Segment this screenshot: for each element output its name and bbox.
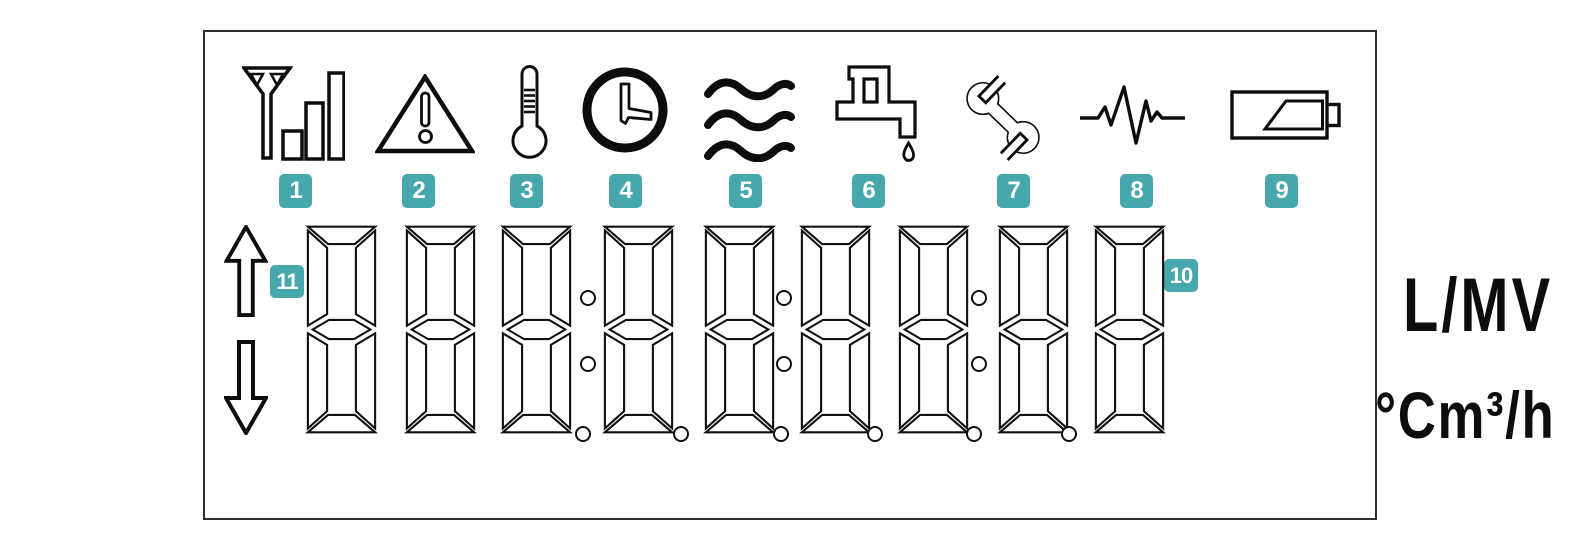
water-flow-icon	[704, 78, 795, 162]
segment-digit-9	[1094, 225, 1165, 434]
display-panel: 1 2 3 4 5 6 7 8 9 11 10	[203, 30, 1554, 520]
arrow-up-icon	[224, 225, 268, 317]
unit-label-bottom: °Cm³/h	[1375, 378, 1556, 452]
time-icon	[582, 67, 668, 153]
callout-badge-7: 7	[997, 174, 1030, 208]
colon-dot	[580, 290, 596, 306]
colon-dot	[580, 356, 596, 372]
callout-badge-5: 5	[729, 174, 762, 208]
service-wrench-icon	[966, 75, 1040, 161]
callout-badge-10: 10	[1164, 259, 1198, 292]
segment-digit-8	[998, 225, 1069, 434]
temperature-icon	[511, 65, 548, 159]
segment-digit-4	[603, 225, 674, 434]
segment-digit-1	[306, 225, 377, 434]
segment-digit-5	[704, 225, 775, 434]
segment-digit-3	[501, 225, 572, 434]
colon-dot	[971, 290, 987, 306]
callout-badge-6: 6	[852, 174, 885, 208]
callout-badge-2: 2	[402, 174, 435, 208]
battery-icon	[1230, 90, 1341, 140]
callout-badge-3: 3	[510, 174, 543, 208]
colon-dot	[776, 356, 792, 372]
segment-digit-6	[800, 225, 871, 434]
colon-dot	[776, 290, 792, 306]
unit-label-top: L/MV	[1403, 263, 1554, 348]
decimal-dot	[673, 426, 689, 442]
callout-badge-9: 9	[1265, 174, 1298, 208]
callout-badge-11: 11	[270, 265, 304, 298]
callout-badge-1: 1	[279, 174, 312, 208]
decimal-dot	[867, 426, 883, 442]
decimal-dot	[773, 426, 789, 442]
decimal-dot	[1061, 426, 1077, 442]
decimal-dot	[966, 426, 982, 442]
warning-icon	[375, 74, 475, 154]
leak-faucet-icon	[835, 65, 917, 162]
callout-badge-8: 8	[1120, 174, 1153, 208]
segment-digit-2	[405, 225, 476, 434]
segment-digit-7	[898, 225, 969, 434]
colon-dot	[971, 356, 987, 372]
arrow-down-icon	[224, 340, 268, 435]
signal-strength-icon	[242, 66, 345, 161]
decimal-dot	[575, 426, 591, 442]
pulse-icon	[1080, 85, 1185, 145]
callout-badge-4: 4	[609, 174, 642, 208]
